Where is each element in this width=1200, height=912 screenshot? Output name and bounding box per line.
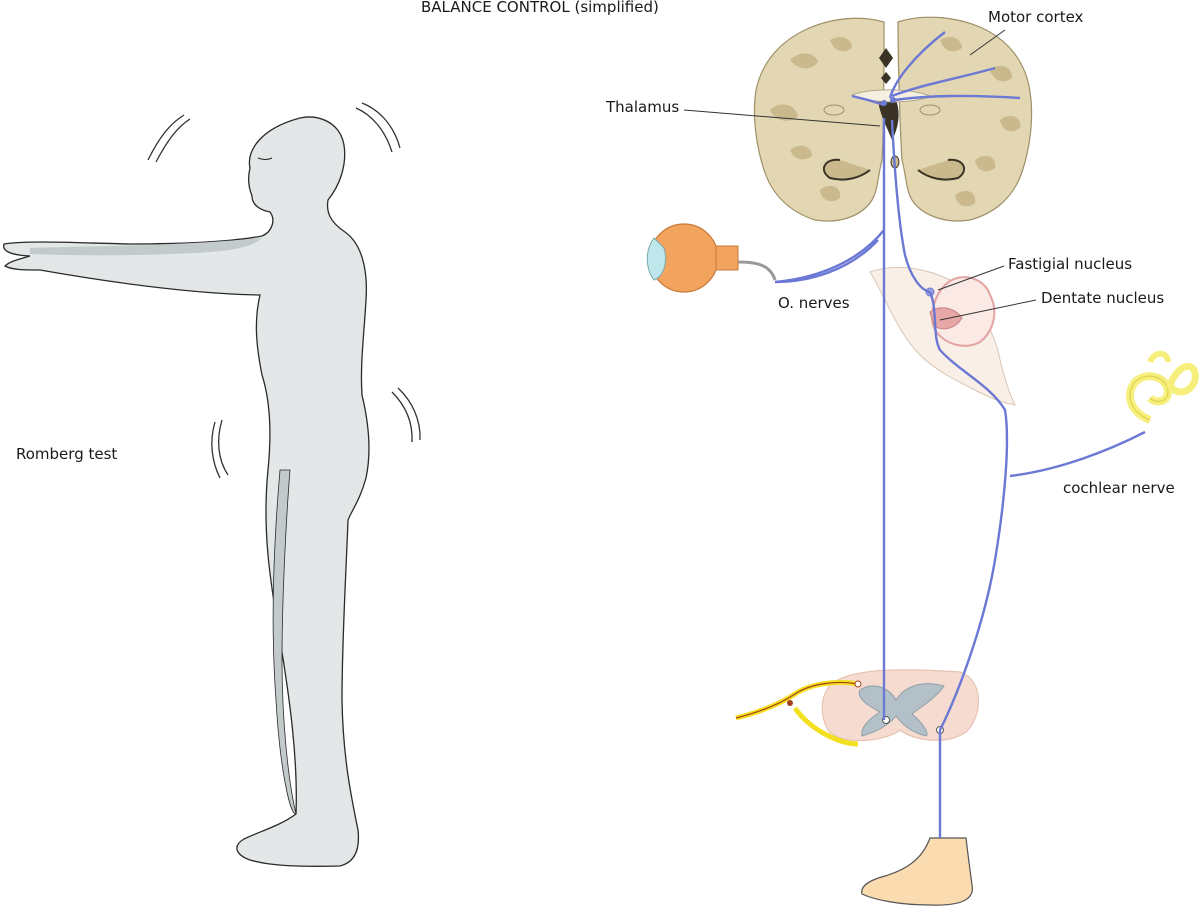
label-thalamus: Thalamus bbox=[606, 98, 680, 116]
sensory-nerve bbox=[735, 679, 862, 747]
label-cochlear-nerve: cochlear nerve bbox=[1063, 479, 1175, 497]
spinal-cord-cross-section bbox=[821, 669, 979, 742]
foot bbox=[861, 837, 973, 906]
label-motor-cortex: Motor cortex bbox=[988, 8, 1084, 26]
sway-marks bbox=[147, 102, 421, 479]
eyeball bbox=[646, 223, 777, 293]
standing-person-figure bbox=[2, 116, 370, 867]
diagram-title: BALANCE CONTROL (simplified) bbox=[421, 0, 659, 16]
person-eye bbox=[257, 157, 273, 161]
person-leg-shade bbox=[272, 469, 297, 815]
nerve-pathways bbox=[774, 31, 1146, 838]
inner-ear-cochlea bbox=[1126, 350, 1199, 424]
label-romberg-test: Romberg test bbox=[16, 445, 118, 463]
label-dentate-nucleus: Dentate nucleus bbox=[1041, 289, 1165, 307]
label-o-nerves: O. nerves bbox=[778, 294, 850, 312]
brain-coronal-section bbox=[753, 16, 1033, 222]
label-fastigial-nucleus: Fastigial nucleus bbox=[1008, 255, 1133, 273]
person-arm-shade bbox=[30, 238, 262, 256]
brain-left-hemisphere bbox=[753, 17, 885, 222]
person-body bbox=[2, 116, 370, 867]
leader-lines bbox=[683, 29, 1037, 321]
